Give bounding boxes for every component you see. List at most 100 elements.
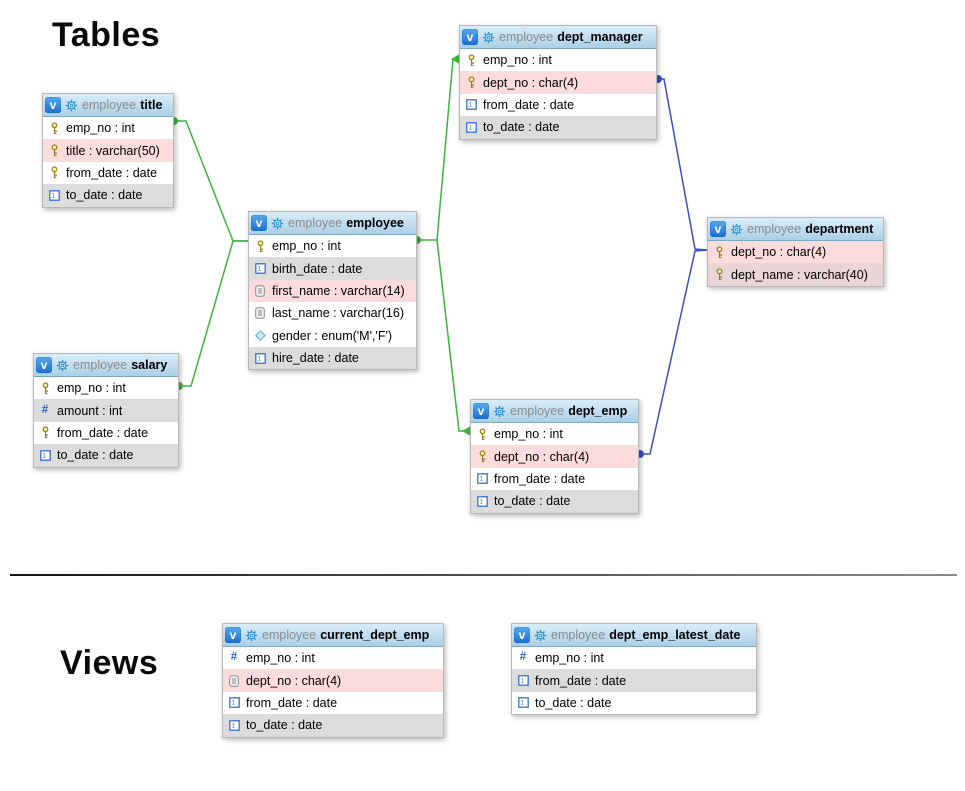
column-row: #emp_no : int [512,647,756,670]
column-label: to_date : date [66,188,143,203]
date-icon: 1 [465,122,477,133]
text-icon [254,307,266,320]
key-icon [465,54,477,67]
column-label: emp_no : int [483,53,552,68]
date-icon: 1 [517,675,529,686]
v-badge-icon: v [462,29,478,45]
column-label: emp_no : int [246,651,315,666]
text-icon [228,674,240,687]
key-icon [39,382,51,395]
relationship-line [415,58,459,241]
svg-text:1: 1 [479,498,483,505]
schema-name: employee [551,628,606,642]
table-name: dept_manager [557,30,643,44]
v-badge-icon: v [710,221,726,237]
column-row: 1 to_date : date [471,490,638,513]
column-row: dept_no : char(4) [223,669,443,692]
column-label: emp_no : int [272,239,341,254]
relationship-arrow [451,54,459,64]
column-row: emp_no : int [34,377,178,400]
v-badge-icon: v [473,403,489,419]
column-row: from_date : date [34,421,178,445]
column-label: emp_no : int [57,381,126,396]
schema-name: employee [262,628,317,642]
gear-icon [65,99,78,112]
column-label: amount : int [57,403,123,418]
column-label: to_date : date [483,120,560,135]
gear-icon [271,217,284,230]
date-icon: 1 [48,190,60,201]
key-icon [48,166,60,179]
column-row: 1 to_date : date [43,184,173,207]
svg-text:1: 1 [231,722,235,729]
svg-text:1: 1 [42,452,46,459]
column-label: dept_no : char(4) [494,449,590,464]
svg-text:1: 1 [520,700,524,707]
column-row: emp_no : int [471,423,638,446]
column-row: # emp_no : int [223,647,443,670]
column-label: last_name : varchar(16) [272,306,405,321]
key-icon [39,426,51,439]
column-label: from_date : date [246,695,338,710]
numeric-icon: # [230,651,238,664]
table-name: salary [131,358,168,372]
schema-name: employee [499,30,554,44]
tables-section-heading: Tables [52,16,161,54]
schema-name: employee [510,404,565,418]
date-icon: 1 [476,473,488,485]
column-label: to_date : date [494,494,571,509]
column-label: from_date : date [535,673,627,688]
column-label: from_date : date [494,471,586,486]
views-section-heading: Views [60,644,159,682]
column-label: emp_no : int [66,121,135,136]
relationship-line [177,240,248,387]
column-label: to_date : date [246,718,323,733]
numeric-icon: # [41,403,49,416]
column-label: dept_name : varchar(40) [731,267,868,282]
gear-icon [56,359,69,372]
text-icon [254,285,266,297]
section-divider [10,574,957,576]
column-label: title : varchar(50) [66,143,160,158]
relationship-line [172,120,248,242]
date-icon: 1 [517,697,529,709]
schema-name: employee [288,216,343,230]
svg-text:1: 1 [51,192,55,199]
column-row: dept_name : varchar(40) [708,263,883,286]
column-row: emp_no : int [43,117,173,140]
enum-icon [254,330,266,342]
column-row: dept_no : char(4) [460,71,656,94]
column-row: 1 from_date : date [223,691,443,715]
relationship-line [436,239,470,432]
table-name: current_dept_emp [320,628,430,642]
relationship-line [656,78,708,251]
key-icon [476,450,488,463]
gear-icon [730,223,743,236]
date-icon: 1 [254,263,266,274]
date-icon: 1 [228,697,240,709]
date-icon: 1 [228,720,240,731]
key-icon [48,122,60,135]
key-icon [48,144,60,157]
v-badge-icon: v [36,357,52,373]
column-row: title : varchar(50) [43,139,173,162]
